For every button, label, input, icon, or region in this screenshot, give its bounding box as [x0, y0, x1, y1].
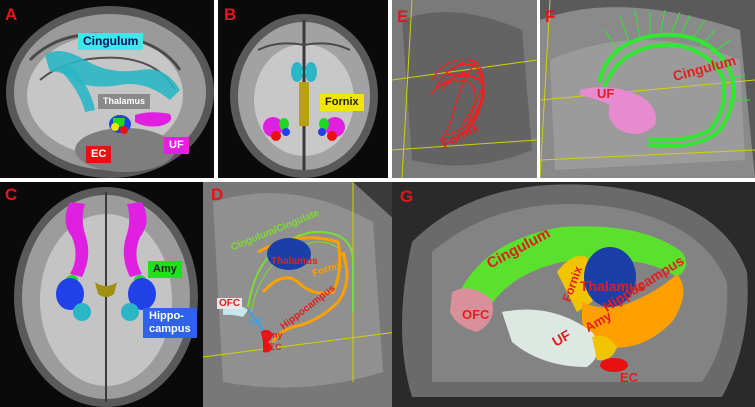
panel-f: F Cingulum UF — [540, 0, 755, 178]
ec-tag: EC — [86, 146, 112, 163]
panel-g: G Cingulum Thalamus Fornix OFC UF Amy Hi… — [392, 182, 755, 407]
panel-b-mri — [218, 0, 388, 178]
panel-d-3d — [203, 182, 397, 407]
amy-label: Amy — [263, 330, 283, 340]
uf-label: UF — [597, 86, 615, 101]
panel-b-letter: B — [224, 5, 237, 24]
panel-a: A Cingulum Thalamus UF EC — [0, 0, 214, 178]
panel-b: B Fornix — [218, 0, 388, 178]
ec-label: EC — [269, 342, 282, 352]
uf-tag: UF — [164, 137, 189, 154]
panel-g-letter: G — [400, 187, 414, 206]
cingulum-tag: Cingulum — [78, 33, 144, 50]
panel-g-3d — [392, 182, 755, 407]
panel-c-mri — [0, 182, 214, 407]
panel-c: C Amy Hippo- campus — [0, 182, 214, 407]
thalamus-label: Thalamus — [271, 256, 318, 267]
hippocampus-tag: Hippo- campus — [143, 308, 197, 338]
panel-e-3d — [392, 0, 537, 178]
ofc-label: OFC — [462, 307, 490, 322]
panel-c-letter: C — [5, 185, 18, 204]
hippocampus-tag-line-2: campus — [149, 323, 191, 335]
panel-f-3d — [540, 0, 755, 178]
panel-d: D Cingulum/Cingulate Thalamus Fornix OFC… — [203, 182, 397, 407]
panel-a-letter: A — [5, 5, 18, 24]
ec-label: EC — [620, 370, 639, 385]
thalamus-tag: Thalamus — [98, 94, 151, 109]
uf-label: UF — [249, 317, 263, 328]
thalamus-label: Thalamus — [580, 278, 646, 294]
hippocampus-tag-line-1: Hippo- — [149, 310, 184, 322]
panel-d-letter: D — [211, 185, 224, 204]
amy-tag: Amy — [148, 261, 182, 278]
panel-e-letter: E — [397, 7, 409, 26]
panel-f-letter: F — [545, 7, 556, 26]
ofc-label: OFC — [217, 298, 243, 309]
fornix-tag: Fornix — [320, 94, 364, 111]
panel-e: E Fornix — [392, 0, 537, 178]
